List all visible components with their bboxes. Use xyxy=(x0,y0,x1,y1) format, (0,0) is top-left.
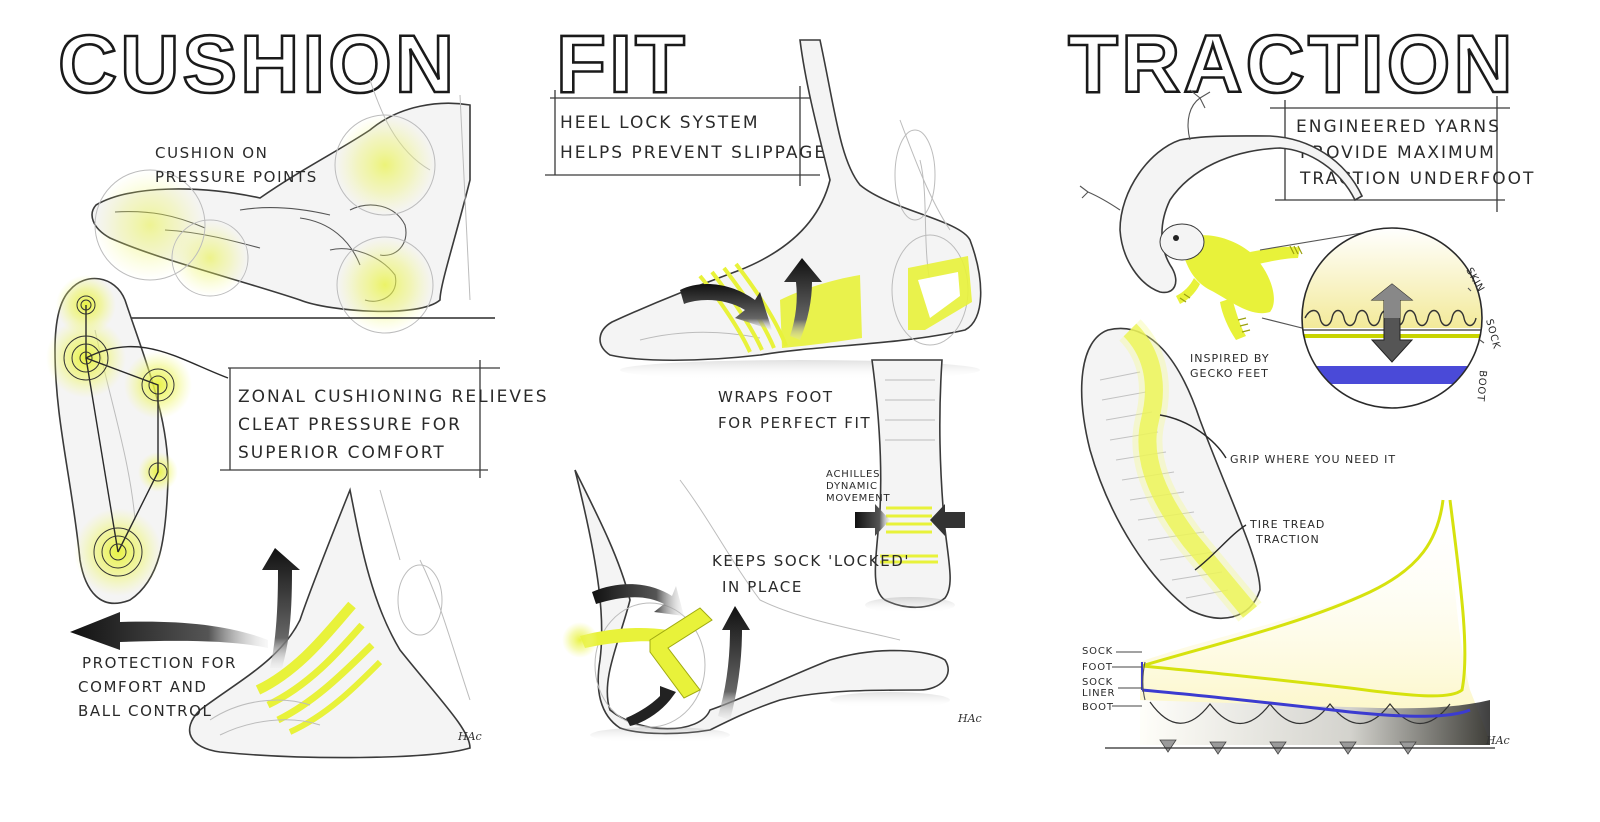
fit-callout-box: HEEL LOCK SYSTEM HELPS PREVENT SLIPPAGE xyxy=(545,86,827,186)
strap-bands xyxy=(255,601,383,735)
traction-panel: TRACTION ENGINEERED YARNS PROVIDE MAXIMU… xyxy=(1067,18,1535,755)
layer-label-sock: SOCK xyxy=(1483,318,1502,351)
achilles-illustration xyxy=(855,359,965,613)
section-label-boot: BOOT xyxy=(1082,702,1114,713)
fit-title: FIT xyxy=(556,19,688,110)
traction-gecko-note: INSPIRED BY GECKO FEET xyxy=(1190,352,1274,380)
cushion-signature: HAc xyxy=(457,730,482,743)
layer-label-boot: BOOT xyxy=(1474,370,1488,403)
fit-wraps-note: WRAPS FOOT FOR PERFECT FIT xyxy=(718,388,871,432)
cushion-title: CUSHION xyxy=(58,19,457,110)
cushion-callout-box: ZONAL CUSHIONING RELIEVES CLEAT PRESSURE… xyxy=(220,360,556,478)
wrap-up-arrow xyxy=(784,258,822,340)
fit-callout-text: HEEL LOCK SYSTEM HELPS PREVENT SLIPPAGE xyxy=(560,113,827,163)
traction-callout-text: ENGINEERED YARNS PROVIDE MAXIMUM TRACTIO… xyxy=(1296,117,1535,189)
section-label-sock: SOCK xyxy=(1082,646,1113,657)
traction-grip-note: GRIP WHERE YOU NEED IT xyxy=(1230,453,1396,466)
cushion-pressure-note: CUSHION ON PRESSURE POINTS xyxy=(155,144,318,186)
traction-title: TRACTION xyxy=(1068,19,1516,110)
up-arrow xyxy=(262,548,300,668)
cushion-callout-text: ZONAL CUSHIONING RELIEVES CLEAT PRESSURE… xyxy=(238,387,556,463)
foot-protection-illustration xyxy=(70,487,471,759)
insole-illustration xyxy=(46,275,229,605)
fit-panel: FIT HEEL LOCK SYSTEM HELPS PREVENT SLIPP… xyxy=(545,18,982,743)
foot-skeleton-illustration xyxy=(91,79,495,334)
cushion-panel: CUSHION CUSHION ON PRESSURE POINTS xyxy=(46,18,556,759)
left-arrow xyxy=(70,612,268,650)
heel-arrow-top xyxy=(592,584,684,616)
heel-arrow-up xyxy=(718,606,750,720)
gecko-illustration xyxy=(1079,89,1393,340)
foot-wrap-illustration xyxy=(599,39,982,380)
traction-callout-box: ENGINEERED YARNS PROVIDE MAXIMUM TRACTIO… xyxy=(1270,96,1535,212)
fit-signature: HAc xyxy=(957,712,982,725)
heel-lock-illustration xyxy=(562,469,950,743)
fit-keeps-note: KEEPS SOCK 'LOCKED' IN PLACE xyxy=(712,552,917,596)
traction-signature: HAc xyxy=(1485,734,1510,747)
traction-tire-note: TIRE TREAD TRACTION xyxy=(1249,518,1330,546)
magnified-yarn-detail: SKIN SOCK BOOT xyxy=(1301,227,1502,409)
tread-sole-illustration xyxy=(1080,319,1262,622)
cushion-protection-note: PROTECTION FOR COMFORT AND BALL CONTROL xyxy=(78,654,243,720)
section-label-foot: FOOT xyxy=(1082,662,1113,673)
fit-achilles-note: ACHILLES DYNAMIC MOVEMENT xyxy=(826,469,891,504)
wrap-down-arrow xyxy=(680,284,772,330)
